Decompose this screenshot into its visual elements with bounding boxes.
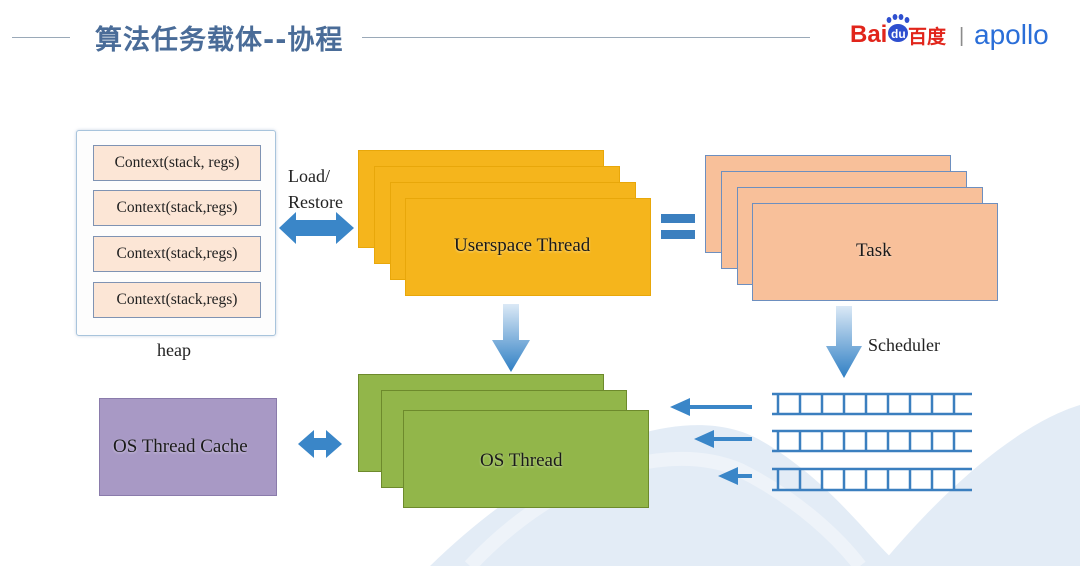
- scheduler-label: Scheduler: [868, 335, 940, 355]
- page-title: 算法任务载体--协程: [95, 25, 344, 56]
- os-thread-card-front: [403, 410, 649, 508]
- context-box: Context(stack,regs): [93, 236, 261, 272]
- logo-baidu-cn-text: 百度: [908, 25, 947, 48]
- restore-label: Restore: [288, 192, 343, 212]
- logo-baidu-text: Bai: [850, 21, 887, 48]
- baidu-paw-icon: [886, 14, 910, 42]
- logo-du-text: du: [891, 27, 906, 41]
- userspace-thread-card-front: [405, 198, 651, 296]
- task-label: Task: [856, 240, 892, 261]
- os-thread-cache-label: OS Thread Cache: [113, 436, 248, 457]
- logo-apollo-text: apollo: [974, 19, 1049, 50]
- os-thread-label: OS Thread: [480, 450, 563, 471]
- load-label: Load/: [288, 166, 330, 186]
- title-rule-right: [362, 37, 810, 38]
- logo-separator: |: [959, 25, 964, 47]
- heap-label: heap: [157, 340, 191, 360]
- context-box: Context(stack,regs): [93, 190, 261, 226]
- baidu-apollo-logo: Bai du 百度 | apollo: [850, 14, 1049, 50]
- context-box: Context(stack, regs): [93, 145, 261, 181]
- os-thread-cache-box: [99, 398, 277, 496]
- task-card-front: [752, 203, 998, 301]
- title-rule-left: [12, 37, 70, 38]
- userspace-thread-label: Userspace Thread: [454, 235, 591, 256]
- context-box: Context(stack,regs): [93, 282, 261, 318]
